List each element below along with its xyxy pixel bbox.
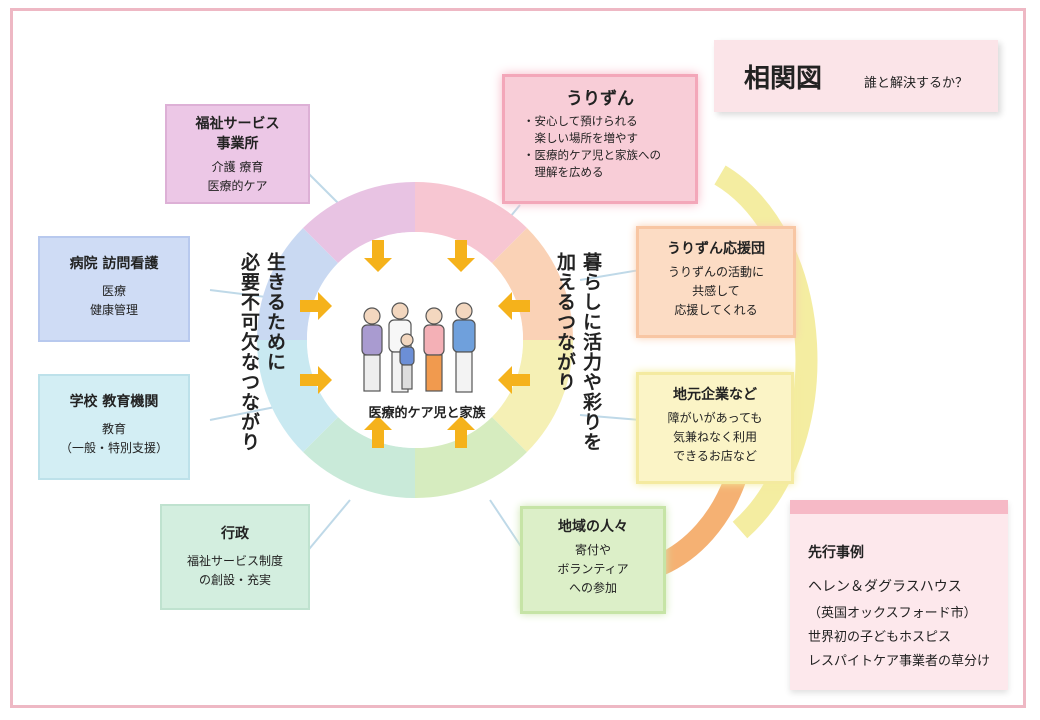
family-illustration — [361, 302, 476, 393]
node-hospital: 病院 訪問看護 医療 健康管理 — [38, 236, 190, 342]
node-title: 行政 — [221, 526, 249, 542]
precedent-line: 世界初の子どもホスピス — [808, 630, 952, 645]
arrow-icon — [300, 292, 332, 320]
segment-aqua — [256, 340, 338, 452]
precedent-line: レスパイトケア事業者の草分け — [808, 654, 991, 669]
precedent-heading: 先行事例 — [808, 545, 864, 561]
arrow-icon — [447, 416, 475, 448]
precedent-note: 先行事例 ヘレン＆ダグラスハウス （英国オックスフォード市） 世界初の子どもホス… — [790, 500, 1008, 690]
node-body: ・安心して預けられる 楽しい場所を増やす ・医療的ケア児と家族への 理解を広める — [523, 114, 661, 179]
node-welfare: 福祉サービス 事業所 介護 療育 医療的ケア — [165, 104, 310, 204]
node-gov: 行政 福祉サービス制度 の創設・充実 — [160, 504, 310, 610]
precedent-line: （英国オックスフォード市） — [808, 606, 977, 621]
precedent-line: ヘレン＆ダグラスハウス — [808, 579, 962, 595]
node-body: 寄付や ボランティア への参加 — [557, 543, 629, 595]
node-urizun: うりずん ・安心して預けられる 楽しい場所を増やす ・医療的ケア児と家族への 理… — [502, 74, 698, 204]
node-body: うりずんの活動に 共感して 応援してくれる — [667, 265, 764, 317]
node-body: 介護 療育 医療的ケア — [207, 160, 268, 193]
node-body: 医療 健康管理 — [89, 284, 138, 317]
arrow-icon — [300, 366, 332, 394]
node-school: 学校 教育機関 教育 （一般・特別支援） — [38, 374, 190, 480]
segment-mint — [303, 417, 415, 499]
segment-blue — [256, 228, 338, 340]
center-label: 医療的ケア児と家族 — [368, 406, 486, 421]
page-title: 相関図 — [744, 64, 823, 94]
segment-lavender — [303, 181, 415, 263]
node-title: うりずん — [566, 89, 634, 109]
right-caption: 暮らしに活力や彩りを 加えるつながり — [554, 252, 602, 452]
node-business: 地元企業など 障がいがあっても 気兼ねなく利用 できるお店など — [636, 372, 794, 484]
arrow-icon — [364, 416, 392, 448]
arrow-icon — [498, 366, 530, 394]
node-title: 地元企業など — [673, 387, 757, 403]
node-community: 地域の人々 寄付や ボランティア への参加 — [520, 506, 666, 614]
segment-green — [415, 417, 527, 499]
node-body: 福祉サービス制度 の創設・充実 — [186, 554, 283, 587]
donut-ring — [256, 181, 574, 499]
outer-arc-orange — [655, 476, 746, 576]
header-note: 相関図 誰と解決するか？ — [714, 40, 998, 112]
node-title: 地域の人々 — [558, 519, 628, 535]
segment-orange — [492, 228, 574, 340]
node-title: 病院 訪問看護 — [69, 256, 159, 272]
arrow-icon — [364, 240, 392, 272]
segment-yellow — [492, 340, 574, 452]
node-title: 福祉サービス 事業所 — [195, 116, 280, 152]
arrow-icon — [447, 240, 475, 272]
node-title: 学校 教育機関 — [69, 394, 159, 410]
arrow-icon — [498, 292, 530, 320]
arrows — [300, 240, 530, 448]
node-title: うりずん応援団 — [667, 241, 765, 257]
node-body: 障がいがあっても 気兼ねなく利用 できるお店など — [667, 411, 763, 463]
tape-decoration — [790, 500, 1008, 514]
left-caption: 生きるために 必要不可欠なつながり — [238, 252, 286, 452]
outer-arc — [714, 165, 818, 539]
node-support: うりずん応援団 うりずんの活動に 共感して 応援してくれる — [636, 226, 796, 338]
segment-pink — [415, 181, 527, 263]
node-body: 教育 （一般・特別支援） — [59, 422, 168, 455]
page-subtitle: 誰と解決するか？ — [864, 76, 969, 91]
